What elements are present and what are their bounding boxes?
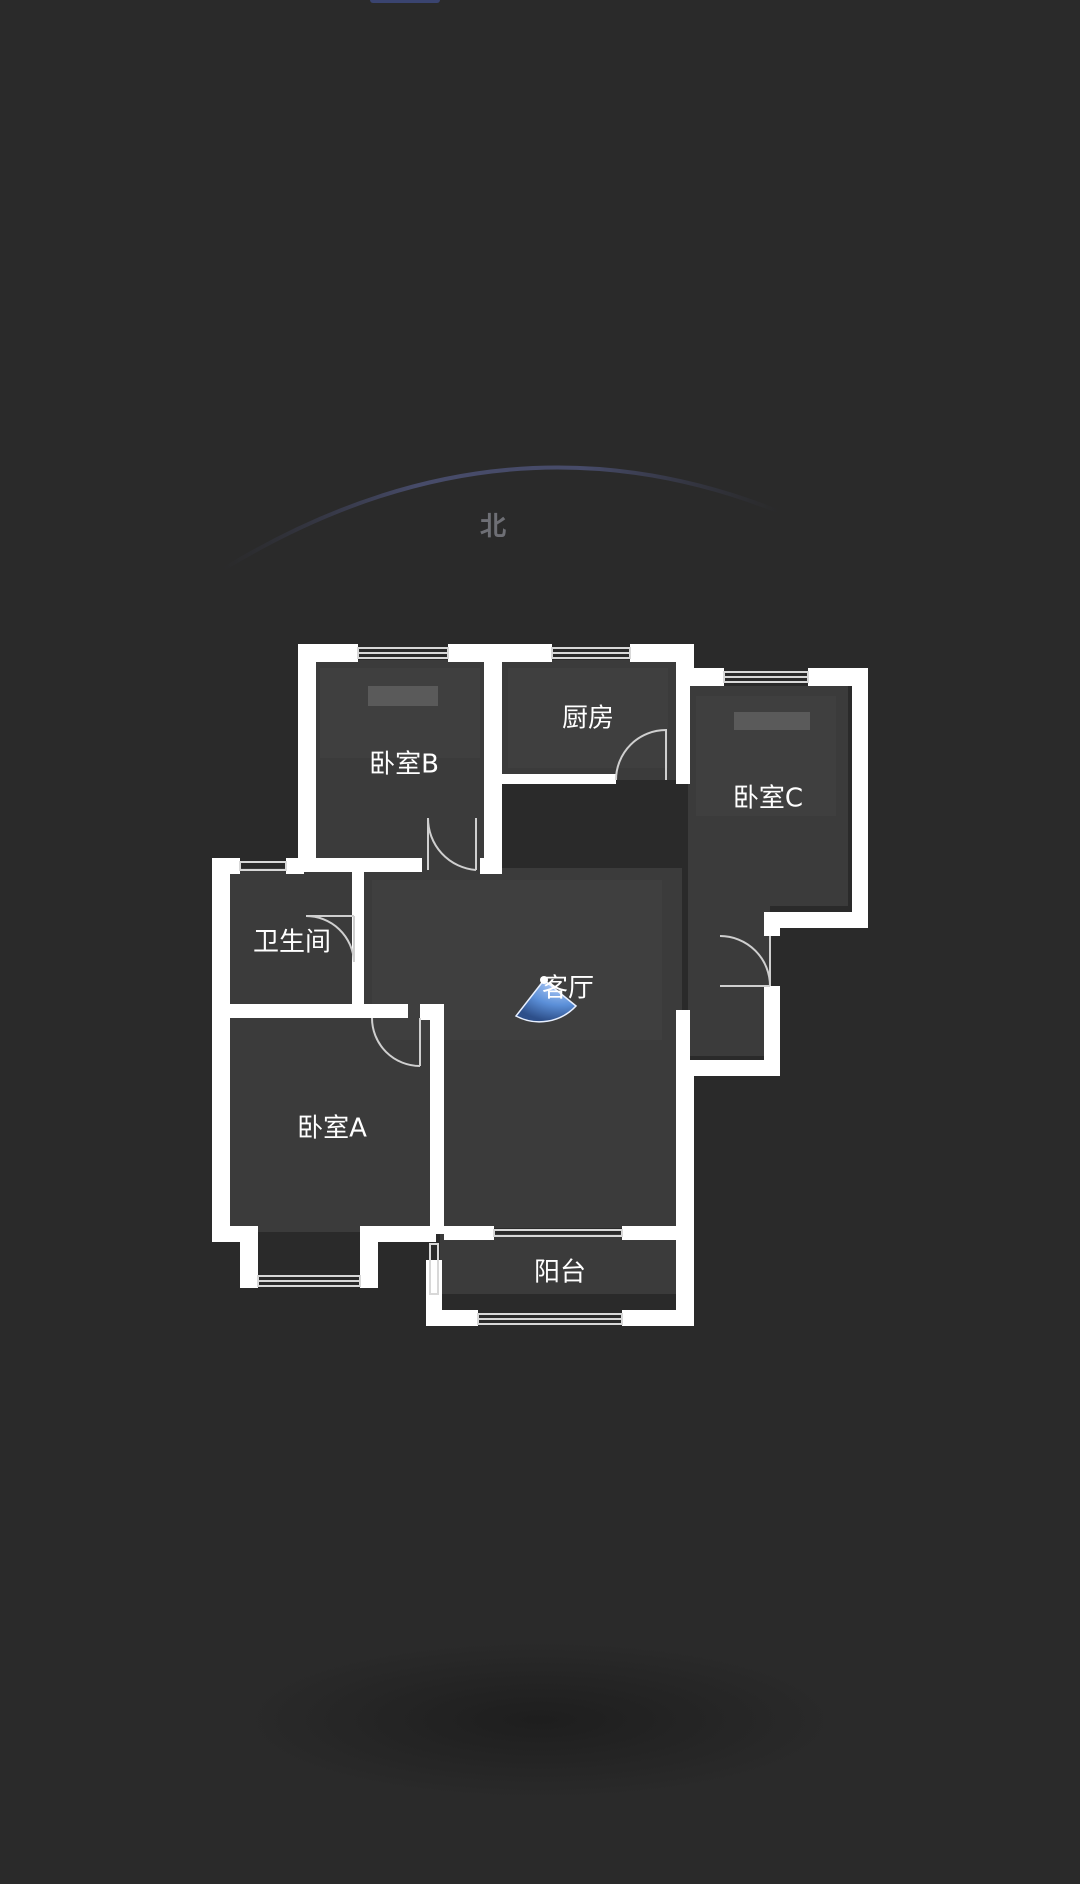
room-label-bedroom-a[interactable]: 卧室A bbox=[297, 1113, 367, 1144]
bottom-shadow bbox=[240, 1640, 840, 1800]
top-indicator bbox=[370, 0, 440, 3]
ceiling-lights bbox=[368, 686, 810, 730]
room-label-balcony[interactable]: 阳台 bbox=[533, 1257, 587, 1288]
floor-shading bbox=[320, 668, 836, 1040]
camera-viewpoint-icon[interactable] bbox=[514, 976, 578, 1023]
room-label-bathroom[interactable]: 卫生间 bbox=[252, 927, 332, 958]
doors bbox=[305, 728, 771, 1067]
windows bbox=[239, 647, 809, 1325]
room-label-bedroom-b[interactable]: 卧室B bbox=[369, 749, 439, 780]
room-label-living-room[interactable]: 客厅 bbox=[541, 973, 595, 1004]
walls bbox=[212, 644, 868, 1326]
north-label: 北 bbox=[479, 512, 506, 542]
room-label-bedroom-c[interactable]: 卧室C bbox=[732, 783, 804, 814]
room-label-kitchen[interactable]: 厨房 bbox=[561, 703, 615, 734]
